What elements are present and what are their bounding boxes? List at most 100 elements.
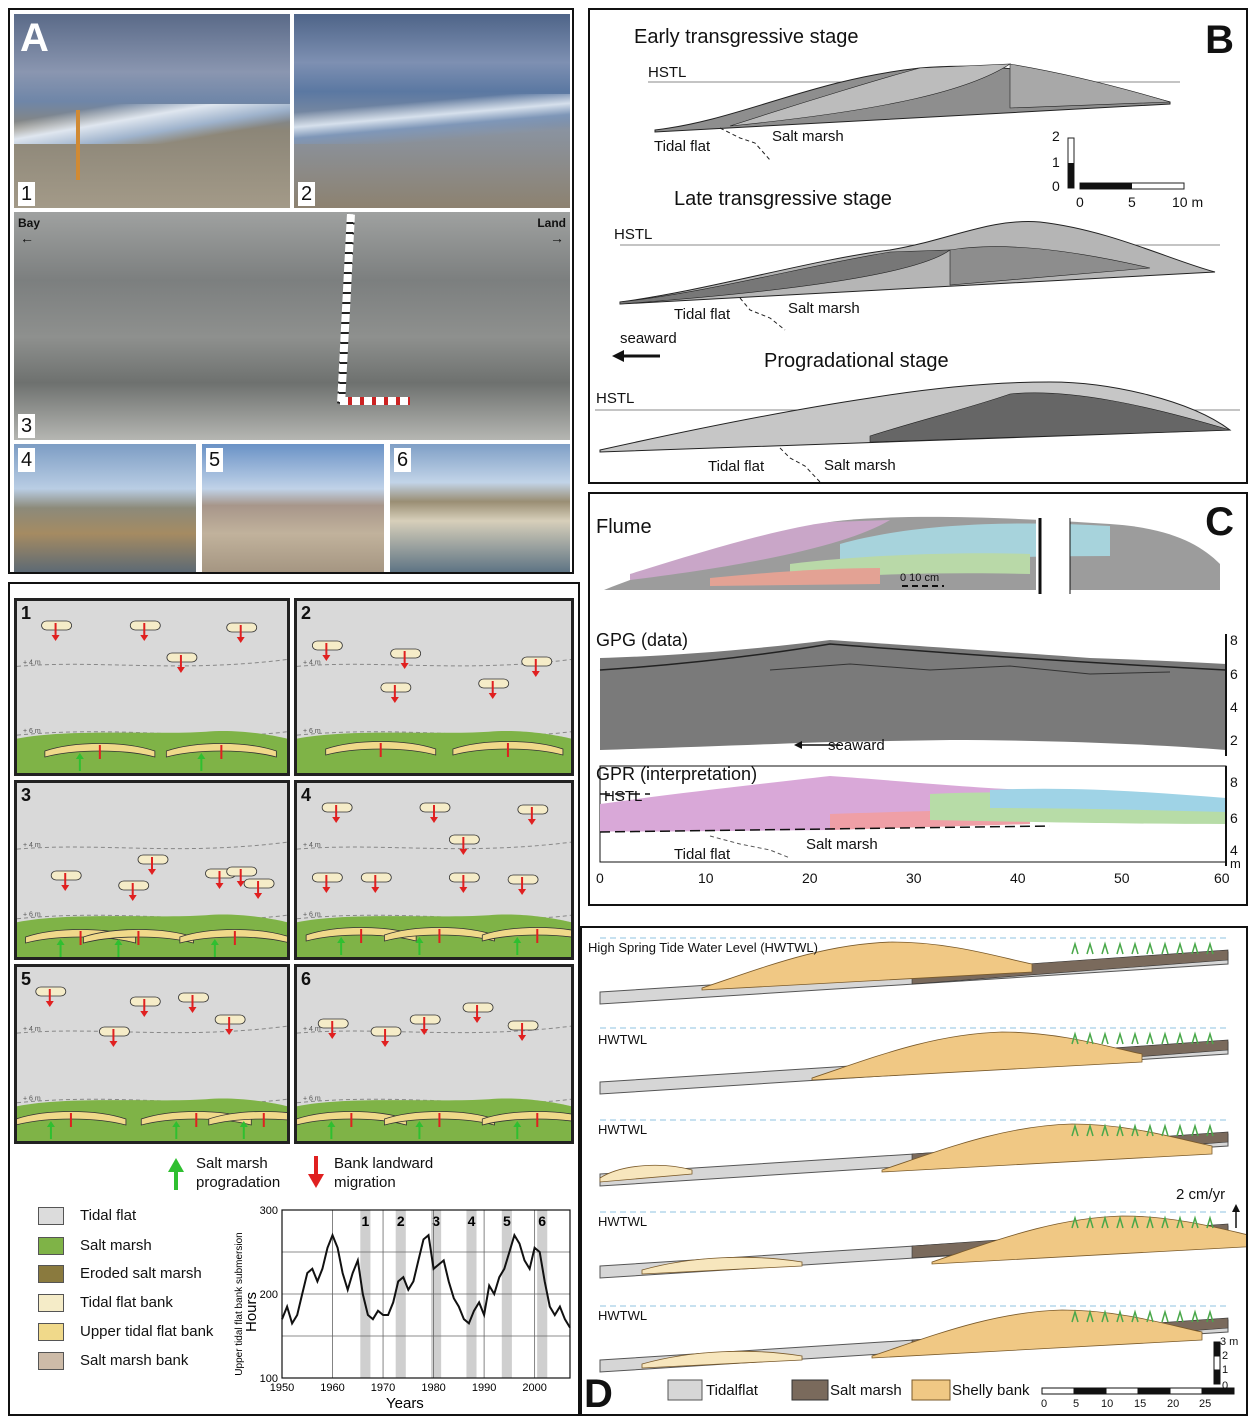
red-arrow-icon [308, 1174, 324, 1188]
bank-migration-arrowhead [459, 887, 468, 893]
bank-migration-arrowhead [328, 1033, 337, 1039]
tidal-flat-bank [517, 804, 549, 815]
marsh-progradation-arrowhead [46, 1121, 55, 1127]
stage-profiles [595, 63, 1240, 482]
flume-section [599, 516, 1227, 866]
scale-segment [1073, 1387, 1107, 1395]
map-drawing: + 4 m+ 6 m [17, 967, 287, 1141]
grass-tuft [1101, 1123, 1109, 1137]
hscale-10: 10 m [1172, 194, 1204, 210]
grass-tuft [1086, 941, 1094, 955]
photo-2: 2 [294, 14, 570, 208]
grass-tuft [1101, 1215, 1109, 1229]
bank-migration-arrowhead [518, 889, 527, 895]
bank-migration-arrowhead [254, 893, 263, 899]
bank-migration-arrowhead [473, 1017, 482, 1023]
vscale-2: 2 [1052, 128, 1060, 144]
tidal-flat-label: Tidal flat [674, 306, 731, 323]
period-label: 3 [432, 1213, 440, 1229]
profile-row [599, 937, 1229, 1005]
arrow-green-label: Salt marsh progradation [196, 1155, 281, 1191]
map-drawing: + 4 m+ 6 m [297, 601, 571, 773]
contour-4m [17, 1025, 287, 1034]
y-tick-label: 200 [260, 1289, 278, 1301]
grass-tuft [1101, 941, 1109, 955]
bank-migration-arrowhead [140, 635, 149, 641]
marsh-progradation-arrowhead [210, 939, 219, 945]
bank-migration-arrowhead [400, 663, 409, 669]
scale-0: 0 [1041, 1398, 1048, 1410]
hstl-label: HSTL [614, 226, 653, 243]
photo-number: 2 [298, 182, 316, 206]
grass-tuft [1176, 1031, 1184, 1045]
bank-migration-arrowhead [225, 1029, 234, 1035]
hscale-5: 5 [1128, 194, 1136, 210]
hscale-0: 0 [1076, 194, 1084, 210]
grass-tuft [1161, 941, 1169, 955]
profile-row [599, 1305, 1229, 1373]
contour-6m-label: + 6 m [23, 728, 41, 735]
hstl-label: HSTL [596, 390, 635, 407]
scale-10: 10 [1101, 1398, 1114, 1410]
map-drawing: + 4 m+ 6 m [17, 783, 287, 957]
marsh-progradation-arrowhead [56, 939, 65, 945]
submersion-line [281, 1232, 571, 1329]
bank-migration-arrowhead [488, 693, 497, 699]
x-tick-label: 1950 [270, 1382, 294, 1394]
contour-4m [297, 841, 571, 850]
legend-swatch [38, 1352, 64, 1370]
grass-tuft [1191, 941, 1199, 955]
x-tick-60: 60 [1214, 870, 1230, 886]
shelly-bank [871, 1309, 1203, 1359]
hwtwl-label: HWTWL [598, 1214, 648, 1229]
map-1: + 4 m+ 6 m 1 [14, 598, 290, 776]
scale-segment [1137, 1387, 1171, 1395]
grass-tuft [1086, 1309, 1094, 1323]
legend-saltmarsh-swatch [791, 1379, 829, 1401]
grass-tuft [1206, 1031, 1214, 1045]
panel-letter: B [1205, 18, 1234, 62]
photo-4: 4 [14, 444, 196, 572]
detached-bank [641, 1256, 803, 1275]
grass-tuft [1176, 1123, 1184, 1137]
red-arrow-shaft [314, 1156, 318, 1176]
grass-tuft [1191, 1215, 1199, 1229]
map-drawing: + 4 m+ 6 m [17, 601, 287, 773]
map-number: 4 [301, 785, 312, 805]
bank-migration-arrowhead [322, 655, 331, 661]
scale-25: 25 [1199, 1398, 1212, 1410]
hwtwl-full-label: High Spring Tide Water Level (HWTWL) [588, 940, 818, 955]
panel-c: C Flume 0 10 cm GPG (data) sea [588, 492, 1248, 906]
seaward-label: seaward [620, 330, 677, 347]
photo-1: 1 [14, 14, 290, 208]
bank-migration-arrowhead [332, 817, 341, 823]
bank-migration-arrowhead [371, 887, 380, 893]
y-tick-label: 300 [260, 1205, 278, 1217]
grass-tuft [1101, 1031, 1109, 1045]
arrow-red-label: Bank landward migration [334, 1155, 434, 1191]
vscale-0: 0 [1052, 178, 1060, 194]
grass-tuft [1086, 1031, 1094, 1045]
grass-tuft [1146, 1215, 1154, 1229]
map-2: + 4 m+ 6 m 2 [294, 598, 574, 776]
scale-segment [1041, 1387, 1075, 1395]
grass-tuft [1206, 1309, 1214, 1323]
profile-row [599, 1119, 1229, 1187]
grass-tuft [1206, 941, 1214, 955]
grass-tuft [1176, 1309, 1184, 1323]
bank-migration-arrowhead [188, 1007, 197, 1013]
vscale-0: 0 [1222, 1380, 1229, 1392]
shelly-bank [811, 1031, 1143, 1081]
contour-4m [17, 658, 287, 667]
rate-label: 2 cm/yr [1176, 1186, 1226, 1203]
hwtwl-label: HWTWL [598, 1032, 648, 1047]
panel-a: 1 2 Bay ← Land → 3 4 5 6 A [8, 8, 574, 574]
bank-migration-arrowhead [215, 883, 224, 889]
tidal-flat-bank [118, 880, 150, 891]
y-axis-label-top: Upper tidal flat bank submersion [234, 1232, 245, 1375]
salt-marsh-label: Salt marsh [806, 836, 878, 853]
x-tick-label: 2000 [522, 1382, 546, 1394]
legend-label: Tidal flat bank [80, 1294, 173, 1311]
photo-6: 6 [390, 444, 570, 572]
marsh-progradation-arrowhead [327, 1121, 336, 1127]
